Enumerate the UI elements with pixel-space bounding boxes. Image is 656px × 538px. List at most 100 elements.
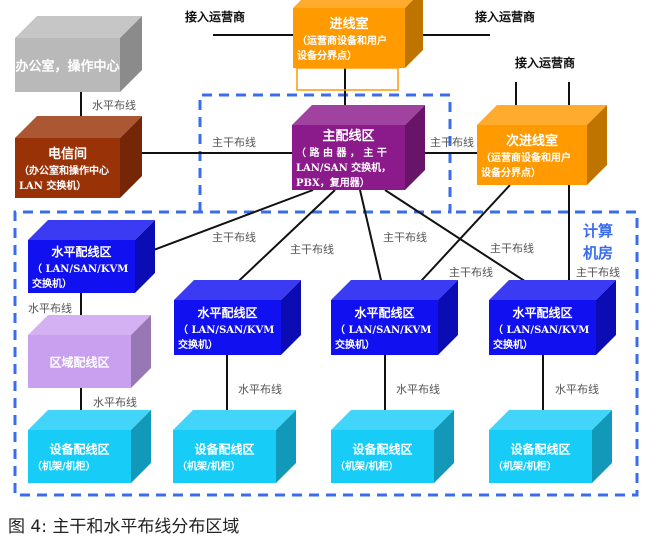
node-title: 电信间: [48, 146, 87, 162]
node-description-line: （运营商设备和用户: [297, 34, 387, 47]
node-title: 设备配线区: [194, 442, 254, 457]
node-description-line: （办公室和操作中心: [19, 164, 109, 177]
node-title: 设备配线区: [49, 442, 109, 457]
node-description-line: 设备分界点）: [297, 49, 357, 62]
node-title: 水平配线区: [512, 305, 572, 320]
box-side-face: [405, 0, 423, 68]
node-description-line: 交换机）: [32, 277, 72, 290]
node-description-line: 交换机）: [335, 338, 375, 351]
node-description-line: （机架/机柜）: [493, 460, 557, 473]
box-front-face: [28, 335, 131, 388]
node-title: 水平配线区: [51, 244, 111, 259]
node-description-line: （ LAN/SAN/KVM: [493, 323, 589, 336]
node-description-line: （ 路 由 器 ， 主 干: [296, 146, 387, 159]
box-side-face: [131, 410, 151, 483]
label-horizontal-hda1: 水平布线: [28, 301, 72, 315]
box-front-face: [292, 125, 405, 190]
node-description-line: （ LAN/SAN/KVM: [335, 323, 431, 336]
box-side-face: [438, 280, 458, 355]
box-front-face: [489, 430, 592, 483]
carrier-right-label: 接入运营商: [475, 9, 535, 24]
node-description-line: （机架/机柜）: [335, 460, 399, 473]
carrier-secondary-label: 接入运营商: [515, 55, 575, 70]
box-top-face: [477, 105, 607, 125]
node-hda-4: 水平配线区 （ LAN/SAN/KVM 交换机）: [489, 280, 616, 355]
node-title: 设备配线区: [510, 442, 570, 457]
node-description-line: （ LAN/SAN/KVM: [32, 262, 128, 275]
label-horizontal-hda3: 水平布线: [396, 382, 440, 396]
node-eda-4: 设备配线区 （机架/机柜）: [489, 410, 612, 483]
node-eda-2: 设备配线区 （机架/机柜）: [173, 410, 296, 483]
label-backbone-secondary: 主干布线: [430, 135, 474, 149]
box-top-face: [28, 410, 151, 430]
box-front-face: [174, 300, 281, 355]
box-top-face: [15, 116, 142, 138]
core-area-border: [13, 93, 639, 497]
node-telecom-room: 电信间 （办公室和操作中心 LAN 交换机）: [15, 116, 142, 198]
box-top-face: [292, 105, 425, 125]
box-side-face: [587, 105, 607, 185]
label-horizontal-office: 水平布线: [92, 98, 136, 112]
box-top-face: [293, 0, 413, 8]
box-front-face: [331, 300, 438, 355]
label-horizontal-zone: 水平布线: [93, 395, 137, 409]
computer-room-label-line2: 机房: [583, 244, 613, 262]
box-front-face: [489, 300, 596, 355]
node-description-line: PBX，复用器）: [296, 176, 370, 189]
box-top-face: [489, 410, 612, 430]
node-description-line: （运营商设备和用户: [481, 151, 571, 164]
node-hda-3: 水平配线区 （ LAN/SAN/KVM 交换机）: [331, 280, 458, 355]
node-title: 区域配线区: [49, 355, 109, 370]
box-front-face: [173, 430, 276, 483]
box-front-face: [28, 430, 131, 483]
node-description-line: （机架/机柜）: [177, 460, 241, 473]
box-front-face: [28, 240, 135, 293]
box-front-face: [15, 138, 120, 198]
node-title: 水平配线区: [354, 305, 414, 320]
mda-to-hda4-line: [384, 189, 544, 294]
label-backbone-hda4: 主干布线: [490, 241, 534, 255]
node-title: 次进线室: [506, 133, 558, 149]
node-main-distribution: 主配线区 （ 路 由 器 ， 主 干 LAN/SAN 交换机， PBX，复用器）: [292, 105, 425, 190]
carrier-left-label: 接入运营商: [185, 9, 245, 24]
box-top-face: [28, 220, 155, 240]
node-title: 主配线区: [322, 128, 374, 144]
box-top-face: [15, 16, 142, 38]
label-backbone-secondary-hda3: 主干布线: [449, 265, 493, 279]
entrance-room-base-outline: [296, 67, 399, 91]
label-backbone-hda2: 主干布线: [290, 242, 334, 256]
label-backbone-telecom: 主干布线: [212, 135, 256, 149]
mda-to-hda1-line: [134, 189, 314, 258]
label-backbone-hda3: 主干布线: [383, 230, 427, 244]
box-top-face: [331, 280, 458, 300]
box-front-face: [477, 125, 587, 185]
secondary-to-hda3-line: [409, 184, 511, 294]
node-description-line: 交换机）: [178, 338, 218, 351]
box-side-face: [120, 116, 142, 198]
node-title: 设备配线区: [352, 442, 412, 457]
box-front-face: [331, 430, 434, 483]
box-side-face: [434, 410, 454, 483]
node-description-line: LAN/SAN 交换机，: [296, 161, 391, 174]
box-side-face: [405, 105, 425, 190]
mda-to-hda2-line: [225, 189, 336, 294]
box-front-face: [15, 38, 120, 92]
node-title: 进线室: [329, 16, 368, 32]
box-side-face: [281, 280, 301, 355]
node-hda-1: 水平配线区 （ LAN/SAN/KVM 交换机）: [28, 220, 155, 293]
box-top-face: [174, 280, 301, 300]
node-description-line: 设备分界点）: [481, 166, 541, 179]
box-side-face: [596, 280, 616, 355]
node-description-line: 交换机）: [493, 338, 533, 351]
node-title: 水平配线区: [197, 305, 257, 320]
node-eda-3: 设备配线区 （机架/机柜）: [331, 410, 454, 483]
box-side-face: [592, 410, 612, 483]
node-eda-1: 设备配线区（机架/机柜）: [28, 410, 151, 483]
box-side-face: [120, 16, 142, 92]
computer-room-label-line1: 计算: [583, 222, 613, 240]
node-description-line: LAN 交换机）: [19, 179, 86, 192]
label-backbone-hda1: 主干布线: [212, 230, 256, 244]
